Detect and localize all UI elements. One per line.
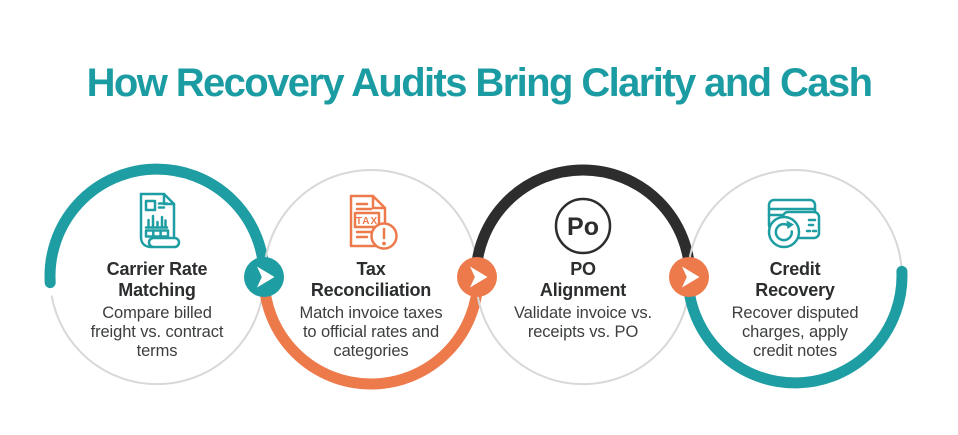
step-description-line: Validate invoice vs. <box>513 304 653 322</box>
tax-document-icon: TAX <box>349 194 398 250</box>
tax-label: TAX <box>356 216 378 227</box>
step-title-line: Carrier Rate <box>106 259 208 279</box>
next-step-arrow-badge <box>669 257 709 297</box>
step-circle <box>470 164 696 386</box>
step-description-line: Recover disputed <box>731 304 859 322</box>
freight-invoice-icon <box>139 192 181 249</box>
step-title-line: Recovery <box>755 280 835 300</box>
step-icon-slot: TAX <box>331 186 411 266</box>
step-circle <box>44 163 270 386</box>
step-title-line: Reconciliation <box>310 280 432 300</box>
step-title-line: Credit <box>769 259 821 279</box>
step-circle <box>258 169 484 390</box>
step-description-line: credit notes <box>752 342 838 360</box>
credit-cards-refresh-icon <box>767 198 821 249</box>
chevron-right-icon <box>682 266 700 288</box>
next-step-arrow-badge <box>244 257 284 297</box>
step-description-line: Match invoice taxes <box>299 304 443 322</box>
step-description-line: charges, apply <box>742 323 848 341</box>
po-label: Po <box>567 213 599 241</box>
step-icon-slot: Po <box>543 186 623 266</box>
step-description-line: Compare billed <box>102 304 212 322</box>
step-title-line: Tax <box>356 259 386 279</box>
step-description-line: freight vs. contract <box>90 323 224 341</box>
step-icon-slot <box>755 186 835 266</box>
page-title: How Recovery Audits Bring Clarity and Ca… <box>86 61 873 105</box>
step-description: Validate invoice vs.receipts vs. PO <box>483 304 683 342</box>
step-icon-slot <box>117 186 197 266</box>
next-step-arrow-badge <box>457 257 497 297</box>
step-description-line: receipts vs. PO <box>527 323 639 341</box>
chevron-right-icon <box>257 266 275 288</box>
step-description-line: terms <box>136 342 178 360</box>
po-badge-icon: Po <box>554 197 612 255</box>
step-description-line: categories <box>333 342 409 360</box>
step-title-line: PO <box>570 259 596 279</box>
step-title-line: Matching <box>118 280 196 300</box>
step-description-line: to official rates and <box>302 323 440 341</box>
step-title-line: Alignment <box>539 280 627 300</box>
chevron-right-icon <box>470 266 488 288</box>
step-circle <box>682 169 908 389</box>
